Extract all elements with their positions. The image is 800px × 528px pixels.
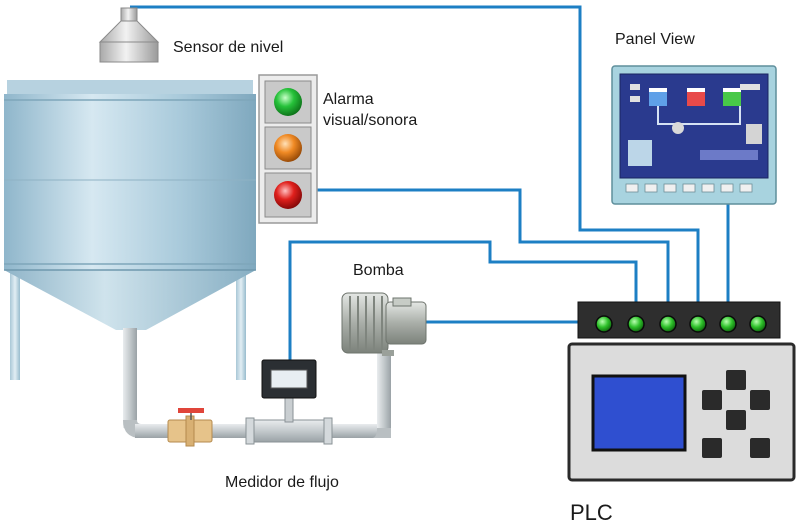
level-sensor-icon	[98, 7, 160, 63]
plc-label: PLC	[570, 500, 613, 525]
wire-sensor-to-plc	[130, 5, 700, 318]
plc-port-4	[689, 315, 707, 333]
plc-port-1	[595, 315, 613, 333]
alarm-label-line1: Alarma	[323, 91, 374, 108]
alarm-lamp-orange	[274, 134, 302, 162]
flow-meter-icon	[245, 359, 333, 445]
hmi-panel-icon	[611, 65, 777, 205]
pump-label: Bomba	[353, 262, 404, 279]
alarm-lamp-red	[274, 181, 302, 209]
alarm-label-line2: visual/sonora	[323, 112, 417, 129]
plc-port-6	[749, 315, 767, 333]
plc-port-2	[627, 315, 645, 333]
plc-io-ports	[595, 315, 767, 333]
signal-wires	[130, 5, 730, 362]
panel-label: Panel View	[615, 31, 695, 48]
storage-tank-icon	[4, 80, 256, 380]
pump-icon	[341, 292, 427, 356]
plc-port-5	[719, 315, 737, 333]
valve-icon	[167, 408, 213, 447]
stack-light-icon	[258, 74, 318, 224]
alarm-lamp-green	[274, 88, 302, 116]
wire-flowmeter-to-plc	[288, 240, 638, 362]
plc-port-3	[659, 315, 677, 333]
sensor-label: Sensor de nivel	[173, 39, 283, 56]
plc-controller-icon	[567, 301, 796, 482]
wire-alarm-to-plc	[315, 188, 670, 318]
plc-keypad	[702, 370, 770, 458]
flowmeter-label: Medidor de flujo	[225, 474, 339, 491]
